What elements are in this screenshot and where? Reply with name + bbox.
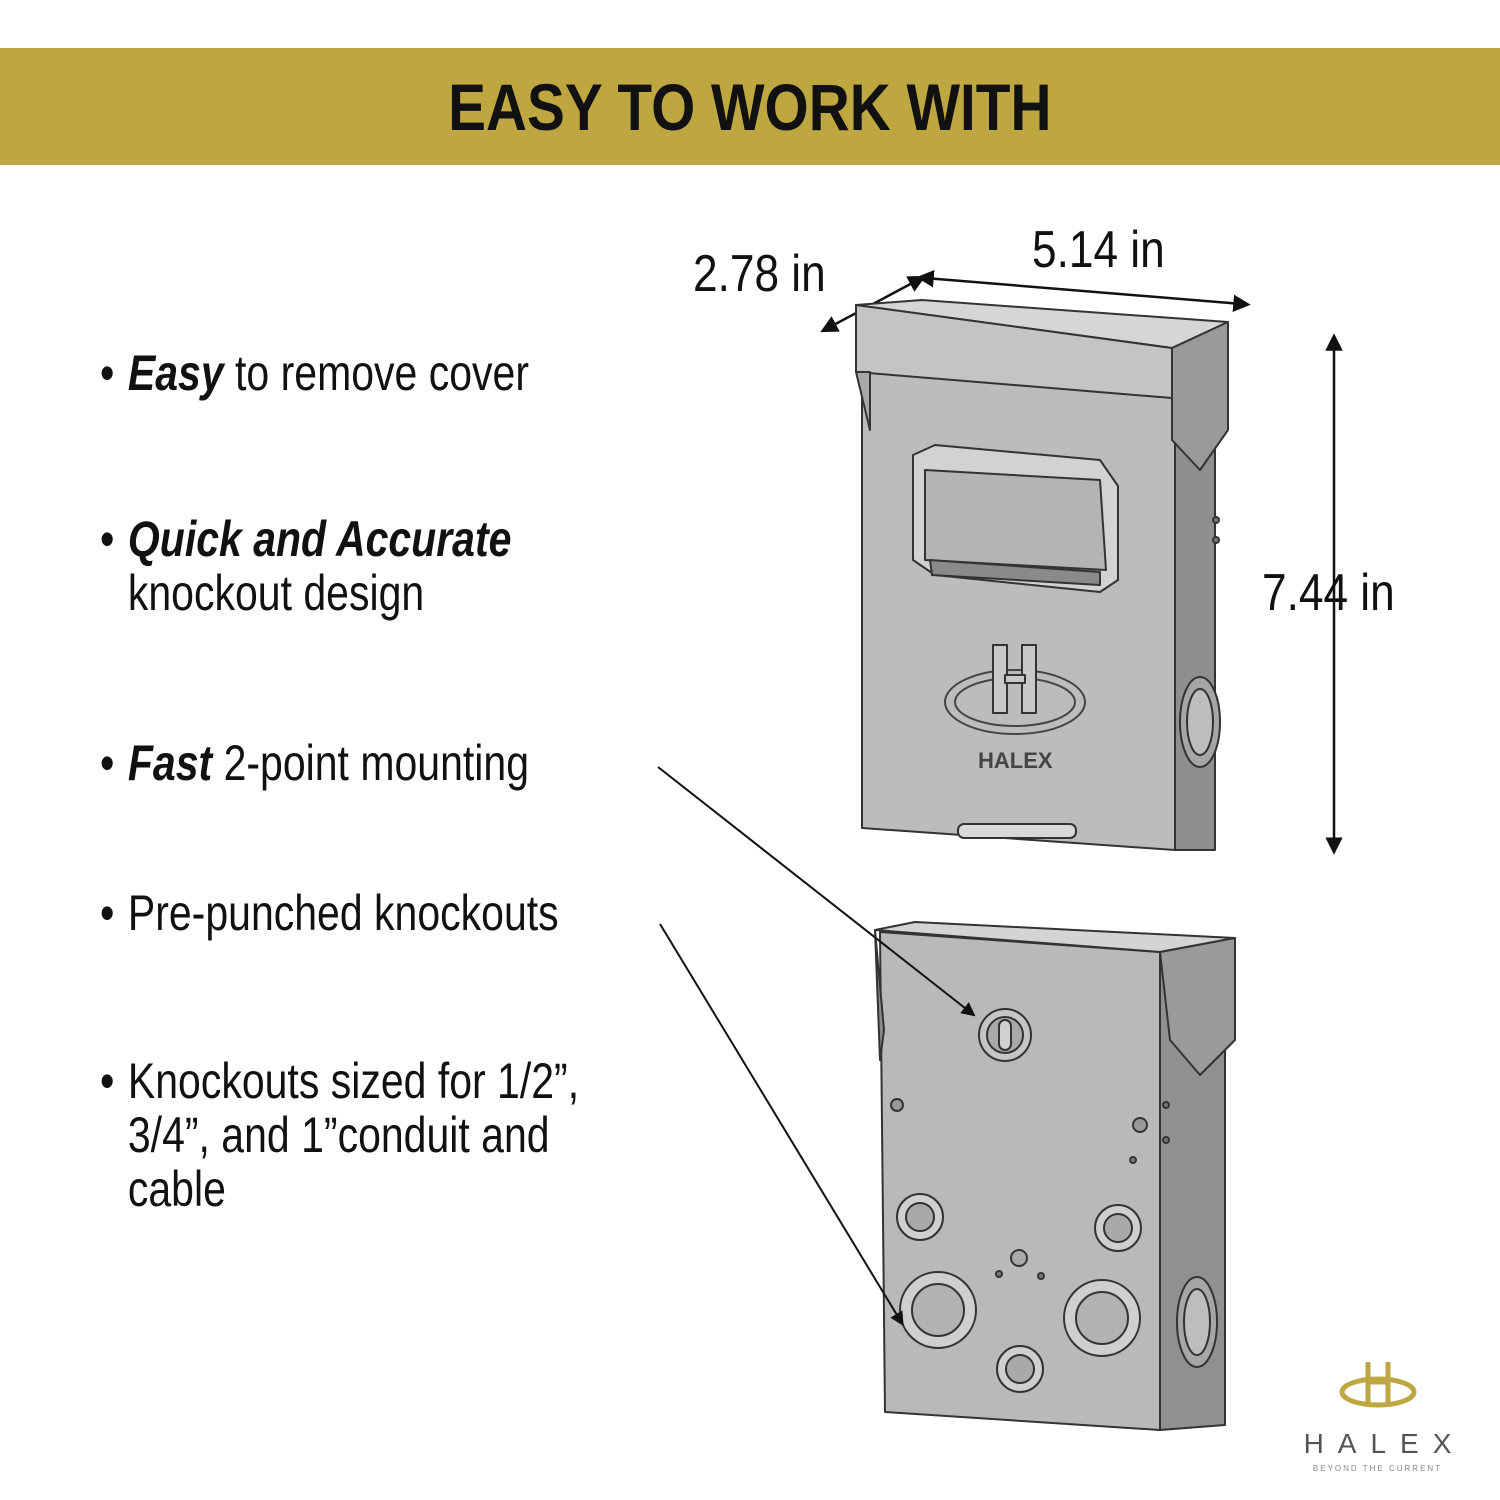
- bullet-icon: •: [100, 511, 115, 567]
- knockout-icon: [1063, 1279, 1141, 1357]
- feature-text-line3: cable: [127, 1161, 226, 1217]
- front-brand-label: HALEX: [978, 748, 1053, 773]
- halex-logo-icon: [1339, 1362, 1417, 1408]
- bullet-icon: •: [100, 345, 115, 401]
- width-dimension-label: 5.14 in: [1032, 221, 1165, 279]
- feature-pre-punched: •Pre-punched knockouts: [100, 886, 559, 940]
- feature-text: 2-point mounting: [212, 735, 530, 791]
- knockout-icon: [896, 1193, 944, 1241]
- front-box: [855, 299, 1229, 851]
- back-box: [874, 921, 1236, 1431]
- knockout-leader-line: [659, 923, 904, 1326]
- bullet-icon: •: [100, 735, 115, 791]
- knockout-icon: [1094, 1204, 1142, 1252]
- page-title: EASY TO WORK WITH: [448, 69, 1052, 144]
- feature-text: to remove cover: [223, 345, 529, 401]
- mounting-leader-line: [657, 766, 976, 1017]
- depth-dimension-label: 2.78 in: [693, 245, 826, 303]
- brand-name: HALEX: [1303, 1428, 1466, 1459]
- feature-text-line2: 3/4”, and 1”conduit and: [127, 1107, 550, 1163]
- knockout-icon: [996, 1345, 1044, 1393]
- feature-text: knockout design: [127, 565, 425, 621]
- bullet-icon: •: [100, 885, 115, 941]
- feature-text: Knockouts sized for 1/2”,: [127, 1053, 580, 1109]
- front-logo-icon: [944, 669, 1086, 735]
- width-dimension-arrow: [916, 269, 1251, 313]
- feature-text: Pre-punched knockouts: [127, 885, 559, 941]
- knockout-icon: [899, 1271, 977, 1349]
- brand-logo: HALEX BEYOND THE CURRENT: [1280, 1356, 1475, 1473]
- feature-knockout-sizes: •Knockouts sized for 1/2”, 3/4”, and 1”c…: [100, 1054, 579, 1216]
- feature-bold: Fast: [127, 735, 213, 791]
- feature-bold: Easy: [127, 345, 224, 401]
- bullet-icon: •: [100, 1053, 115, 1109]
- title-banner: EASY TO WORK WITH: [0, 48, 1500, 165]
- feature-fast-mounting: •Fast 2-point mounting: [100, 736, 529, 790]
- feature-bold: Quick and Accurate: [127, 511, 512, 567]
- brand-tagline: BEYOND THE CURRENT: [1312, 1464, 1443, 1473]
- feature-easy-cover: •Easy to remove cover: [100, 346, 529, 400]
- feature-quick-accurate: •Quick and Accurate knockout design: [100, 512, 511, 620]
